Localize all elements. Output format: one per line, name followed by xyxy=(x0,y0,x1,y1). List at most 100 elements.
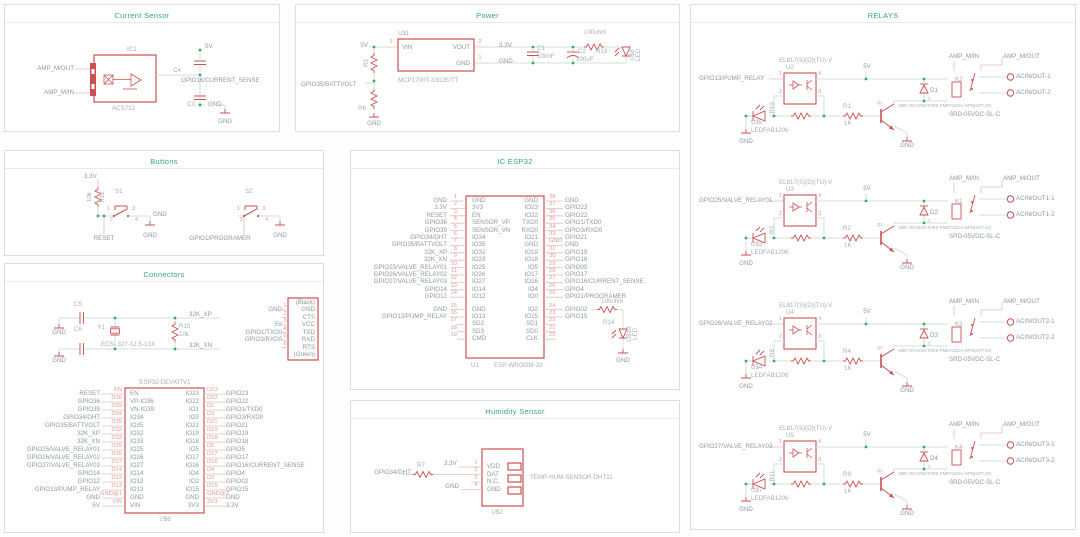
schematic-label: R5 xyxy=(362,59,370,67)
schematic-label: GPIO5 xyxy=(226,445,245,453)
schematic-label: VCC xyxy=(301,320,315,328)
schematic-label: R1 xyxy=(843,102,851,110)
schematic-label: 3V3 xyxy=(472,204,484,212)
schematic-label: 16 xyxy=(450,310,457,317)
schematic-label: D4 xyxy=(930,454,938,462)
schematic-label: 5 xyxy=(283,333,287,340)
schematic-label: 1 xyxy=(106,206,110,213)
schematic-label: ACIN/OUT3-2 xyxy=(1016,456,1055,464)
schematic-label: GPIO13/PUMP_RELAY xyxy=(34,485,100,493)
panel-title: Power xyxy=(476,11,499,20)
schematic-label: 10 xyxy=(450,260,457,267)
schematic-label: U$5 xyxy=(751,118,763,126)
schematic-label: GPIO02 xyxy=(226,477,249,485)
schematic-label: VP-IO36 xyxy=(130,397,154,405)
schematic-label: IO33 xyxy=(130,437,144,445)
schematic-label: IO2 xyxy=(189,477,199,485)
schematic-label: 4 xyxy=(818,71,822,78)
schematic-label: 10k xyxy=(179,330,189,338)
schematic-label: GPIO1/TXD0 xyxy=(245,328,282,336)
schematic-label: GND xyxy=(565,241,579,249)
schematic-label: GND xyxy=(900,263,914,271)
schematic-label: GPIO1/TXD0 xyxy=(565,219,602,227)
schematic-label: GND xyxy=(130,493,144,501)
schematic-label: R11 xyxy=(768,470,776,482)
schematic-label: K2 xyxy=(955,75,963,83)
schematic-label: 3 xyxy=(453,208,457,215)
schematic-label: GPIO16/CURRENT_SENSE xyxy=(181,76,260,84)
schematic-label: GND xyxy=(472,305,486,313)
schematic-label: GPIO1/PROGRAMER xyxy=(189,234,251,242)
schematic-label: GND xyxy=(433,196,447,204)
schematic-label: VN-IO39 xyxy=(130,405,155,413)
schematic-label: GPIO26/VALVE_RELAY02 xyxy=(699,319,773,327)
schematic-label: IO19 xyxy=(524,248,538,256)
schematic-label: 3 xyxy=(262,206,266,213)
schematic-label: D32 xyxy=(111,427,122,434)
schematic-label: 2 xyxy=(474,467,478,474)
schematic-label: 3.3V xyxy=(434,204,447,212)
schematic-label: CMD xyxy=(472,335,487,343)
schematic-label: R14 xyxy=(603,318,615,326)
schematic-label: 1 xyxy=(778,71,782,78)
schematic-label: 4 xyxy=(818,193,822,200)
schematic-label: GPIO27/VALVE_RELAY03 xyxy=(26,461,100,469)
schematic-label: AMP_M/IN xyxy=(949,297,979,305)
schematic-label: IO4 xyxy=(528,285,538,293)
schematic-label: IO16 xyxy=(185,461,199,469)
schematic-label: C1 xyxy=(537,44,545,52)
schematic-label: SMD-TRANSISTORS-PMBT2222A-NPN(SOT-23) xyxy=(898,470,991,476)
schematic-label: 34 xyxy=(549,223,556,230)
schematic-label: D4 xyxy=(207,467,215,474)
schematic-label: ACIN/OUT-1 xyxy=(1016,72,1051,80)
schematic-label: IO2 xyxy=(528,305,538,313)
schematic-label: 1 xyxy=(453,194,457,201)
schematic-label: GPIO35/BATTVOLT xyxy=(391,241,447,249)
schematic-label: SENSOR_VN xyxy=(472,226,511,234)
schematic-label: N.C. xyxy=(487,477,500,485)
schematic-label: IO12 xyxy=(472,293,486,301)
schematic-label: VIN xyxy=(130,501,141,509)
schematic-label: D35 xyxy=(111,419,122,426)
schematic-label: 32K_XN xyxy=(189,341,213,349)
schematic-label: IO32 xyxy=(472,248,486,256)
schematic-label: K4 xyxy=(955,443,963,451)
schematic-label: IO5 xyxy=(189,445,199,453)
schematic-label: GPIO25/VALVE_RELAY01 xyxy=(699,196,773,204)
schematic-label: 5V xyxy=(863,430,871,438)
schematic-label: R7 xyxy=(417,461,425,469)
schematic-label: 5V xyxy=(92,501,100,509)
schematic-label: U$3 xyxy=(751,240,763,248)
schematic-label: 37 xyxy=(549,201,556,208)
schematic-label: GND xyxy=(739,505,753,513)
schematic-label: ACIN/OUT3-1 xyxy=(1016,440,1055,448)
schematic-label: 33 xyxy=(549,231,556,238)
panel-title: RELAYS xyxy=(867,11,899,20)
panel-header: IC ESP32 xyxy=(351,151,679,169)
schematic-label: RXD0 xyxy=(521,226,538,234)
schematic-label: 1 xyxy=(478,55,482,62)
schematic-label: D3 xyxy=(930,331,938,339)
schematic-label: 100ohm xyxy=(601,297,624,305)
schematic-label: SMD-TRANSISTORS-PMBT2222A-NPN(SOT-23) xyxy=(898,102,991,108)
panel-header: Current Sensor xyxy=(5,5,279,23)
schematic-label: IO0 xyxy=(528,293,538,301)
schematic-label: 1 xyxy=(474,459,478,466)
schematic-label: IO17 xyxy=(524,270,538,278)
schematic-label: 38 xyxy=(549,194,556,201)
schematic-label: AMP_M/OUT xyxy=(37,64,74,72)
schematic-label: 6 xyxy=(453,231,457,238)
schematic-label: EL817(S)(D)(TU)-V xyxy=(779,424,833,432)
schematic-label: 5V xyxy=(360,41,368,49)
schematic-label: GND xyxy=(524,241,538,249)
schematic-label: 1K xyxy=(844,119,852,127)
schematic-label: GPIO39 xyxy=(77,405,100,413)
schematic-label: Q3 xyxy=(877,344,883,350)
schematic-label: R13 xyxy=(596,47,608,55)
schematic-label: TEMP-HUM-SENSOR-DHT11 xyxy=(530,473,613,481)
schematic-label: GPIO16/CURRENT_SENSE xyxy=(565,278,644,286)
schematic-label: 5V xyxy=(863,62,871,70)
